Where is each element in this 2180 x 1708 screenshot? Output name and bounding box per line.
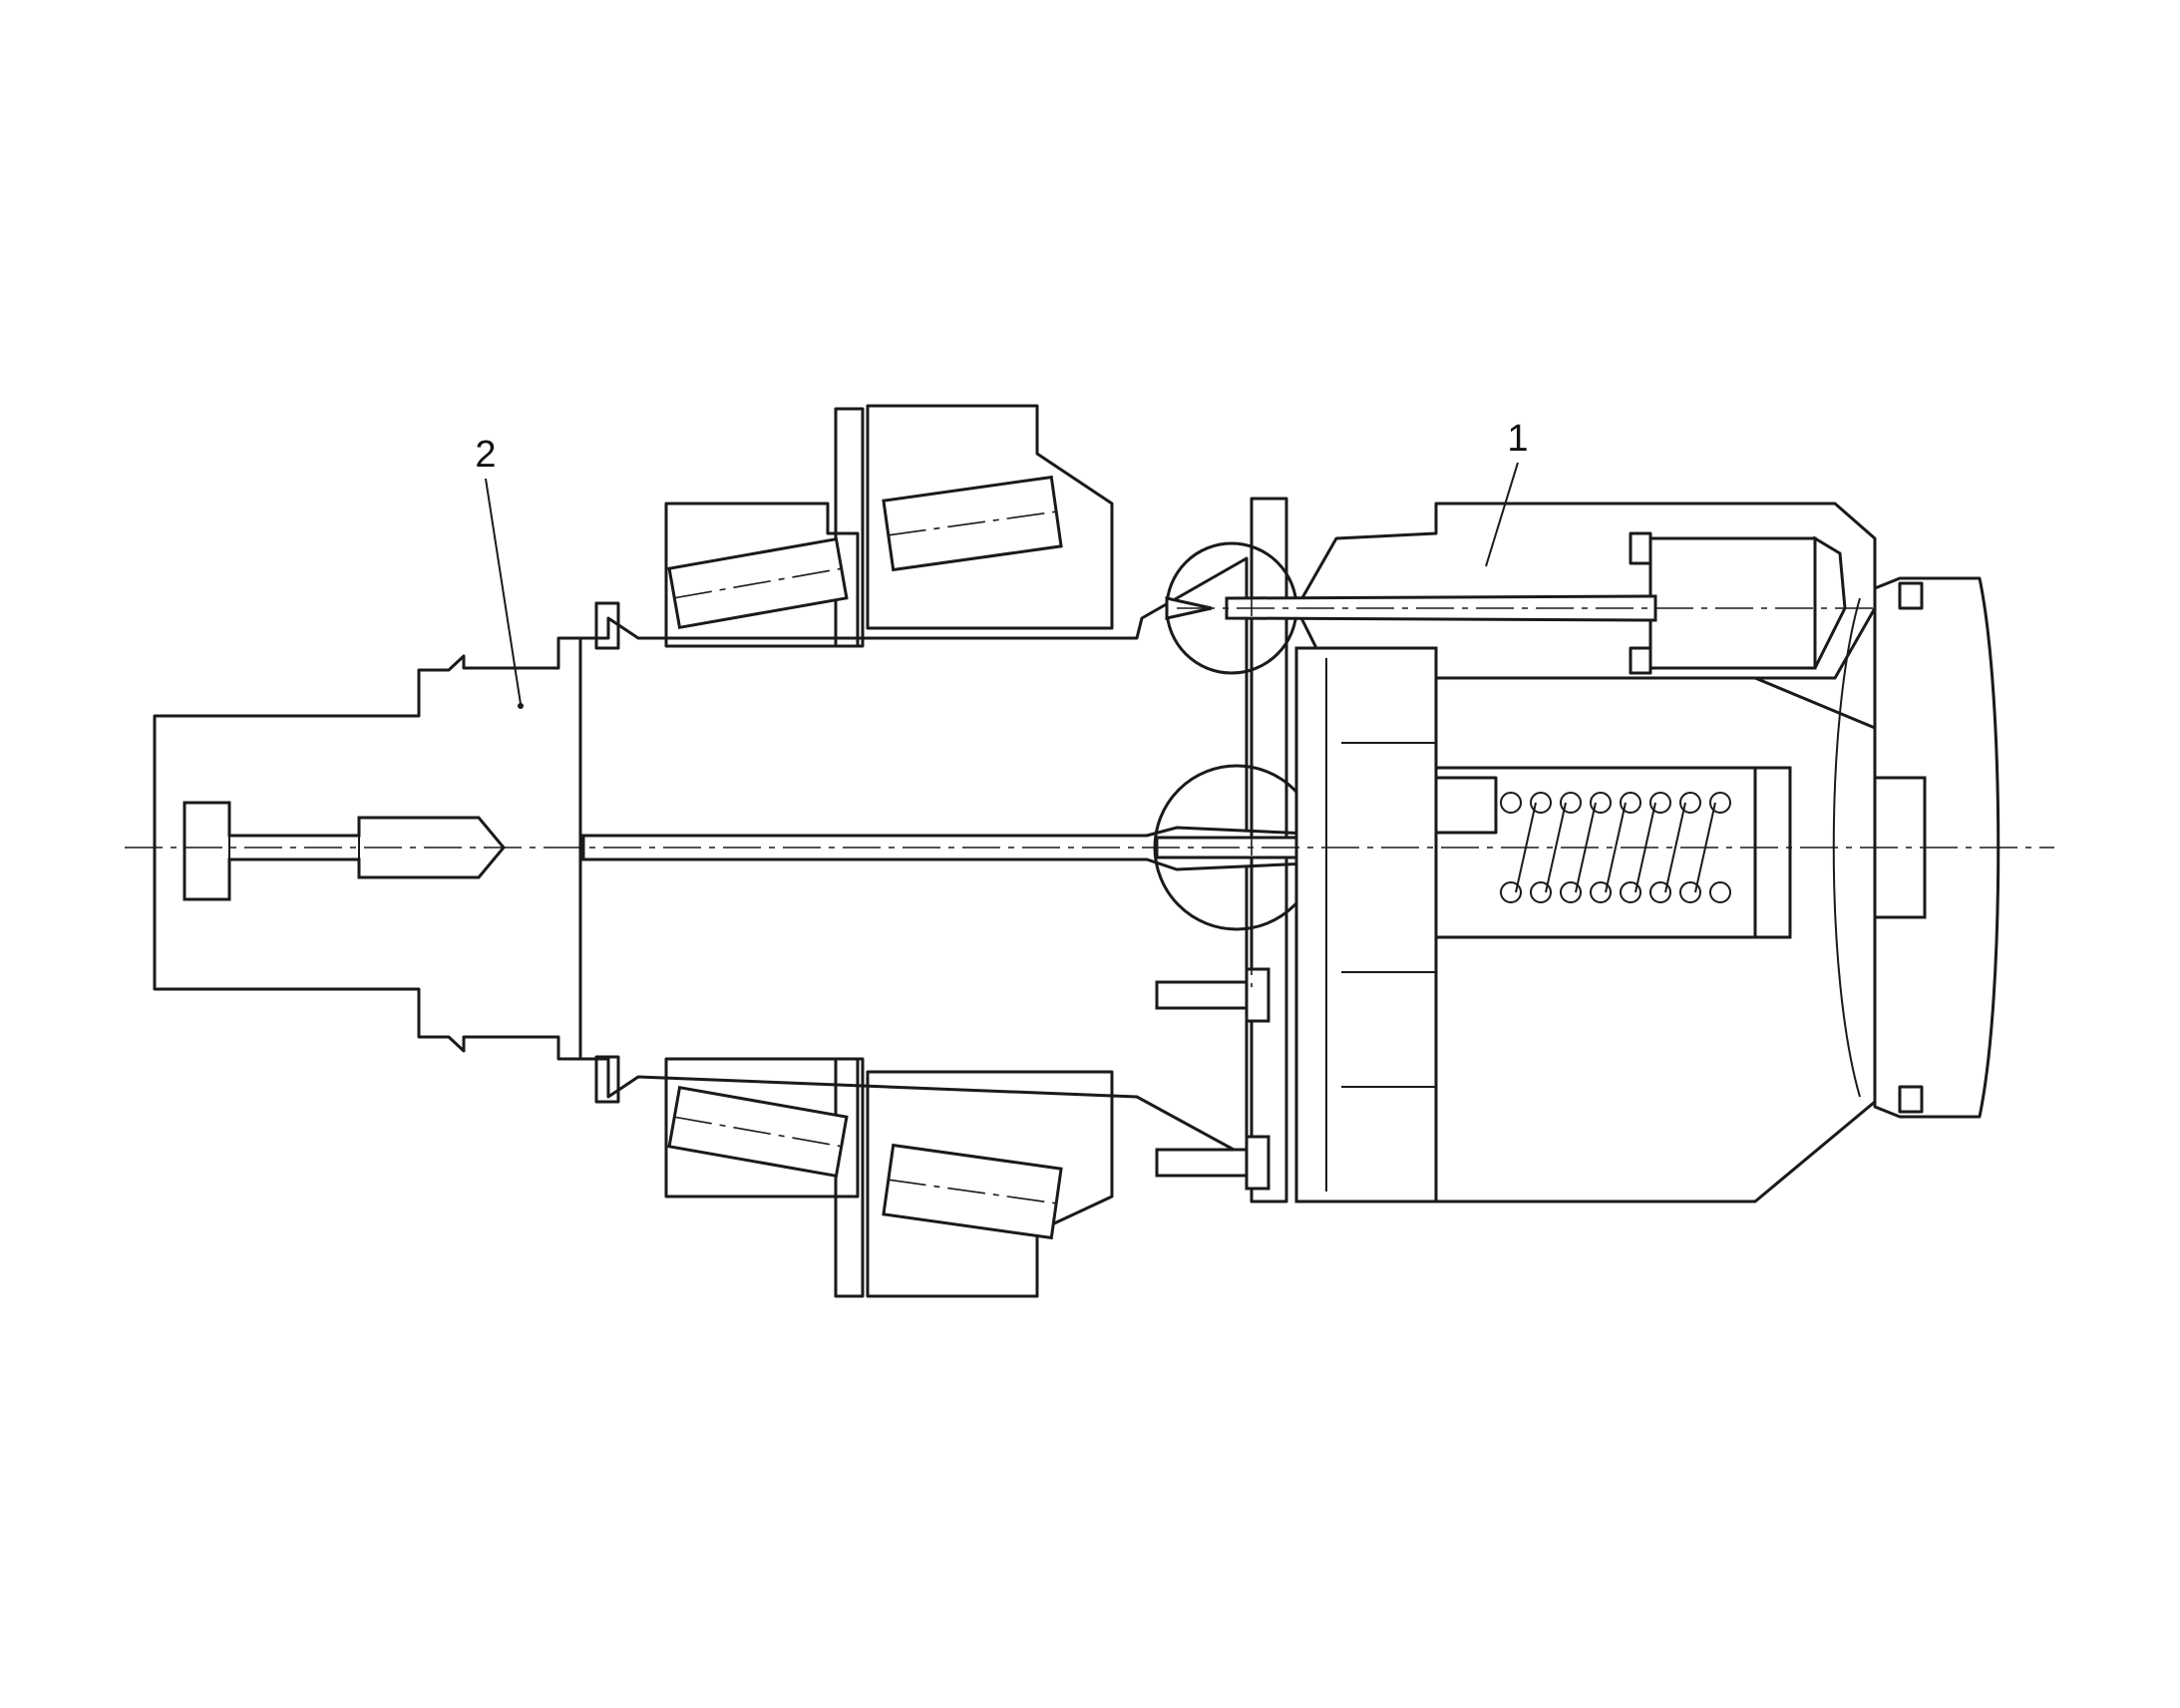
callout-1-label: 1 — [1507, 418, 1528, 460]
bolt-lower — [1155, 1135, 1271, 1191]
upper-bearing — [594, 404, 1114, 650]
callout-1: 1 — [1485, 418, 1529, 567]
callout-2-label: 2 — [475, 434, 496, 476]
bolt-upper — [1155, 967, 1271, 1023]
callout-2: 2 — [475, 434, 524, 709]
lower-bearing — [594, 1055, 1114, 1298]
cylinder-block — [1294, 646, 1877, 1203]
end-cap — [1832, 576, 2000, 1119]
shaft-part-2 — [153, 636, 582, 1061]
centerlines — [125, 518, 2054, 987]
